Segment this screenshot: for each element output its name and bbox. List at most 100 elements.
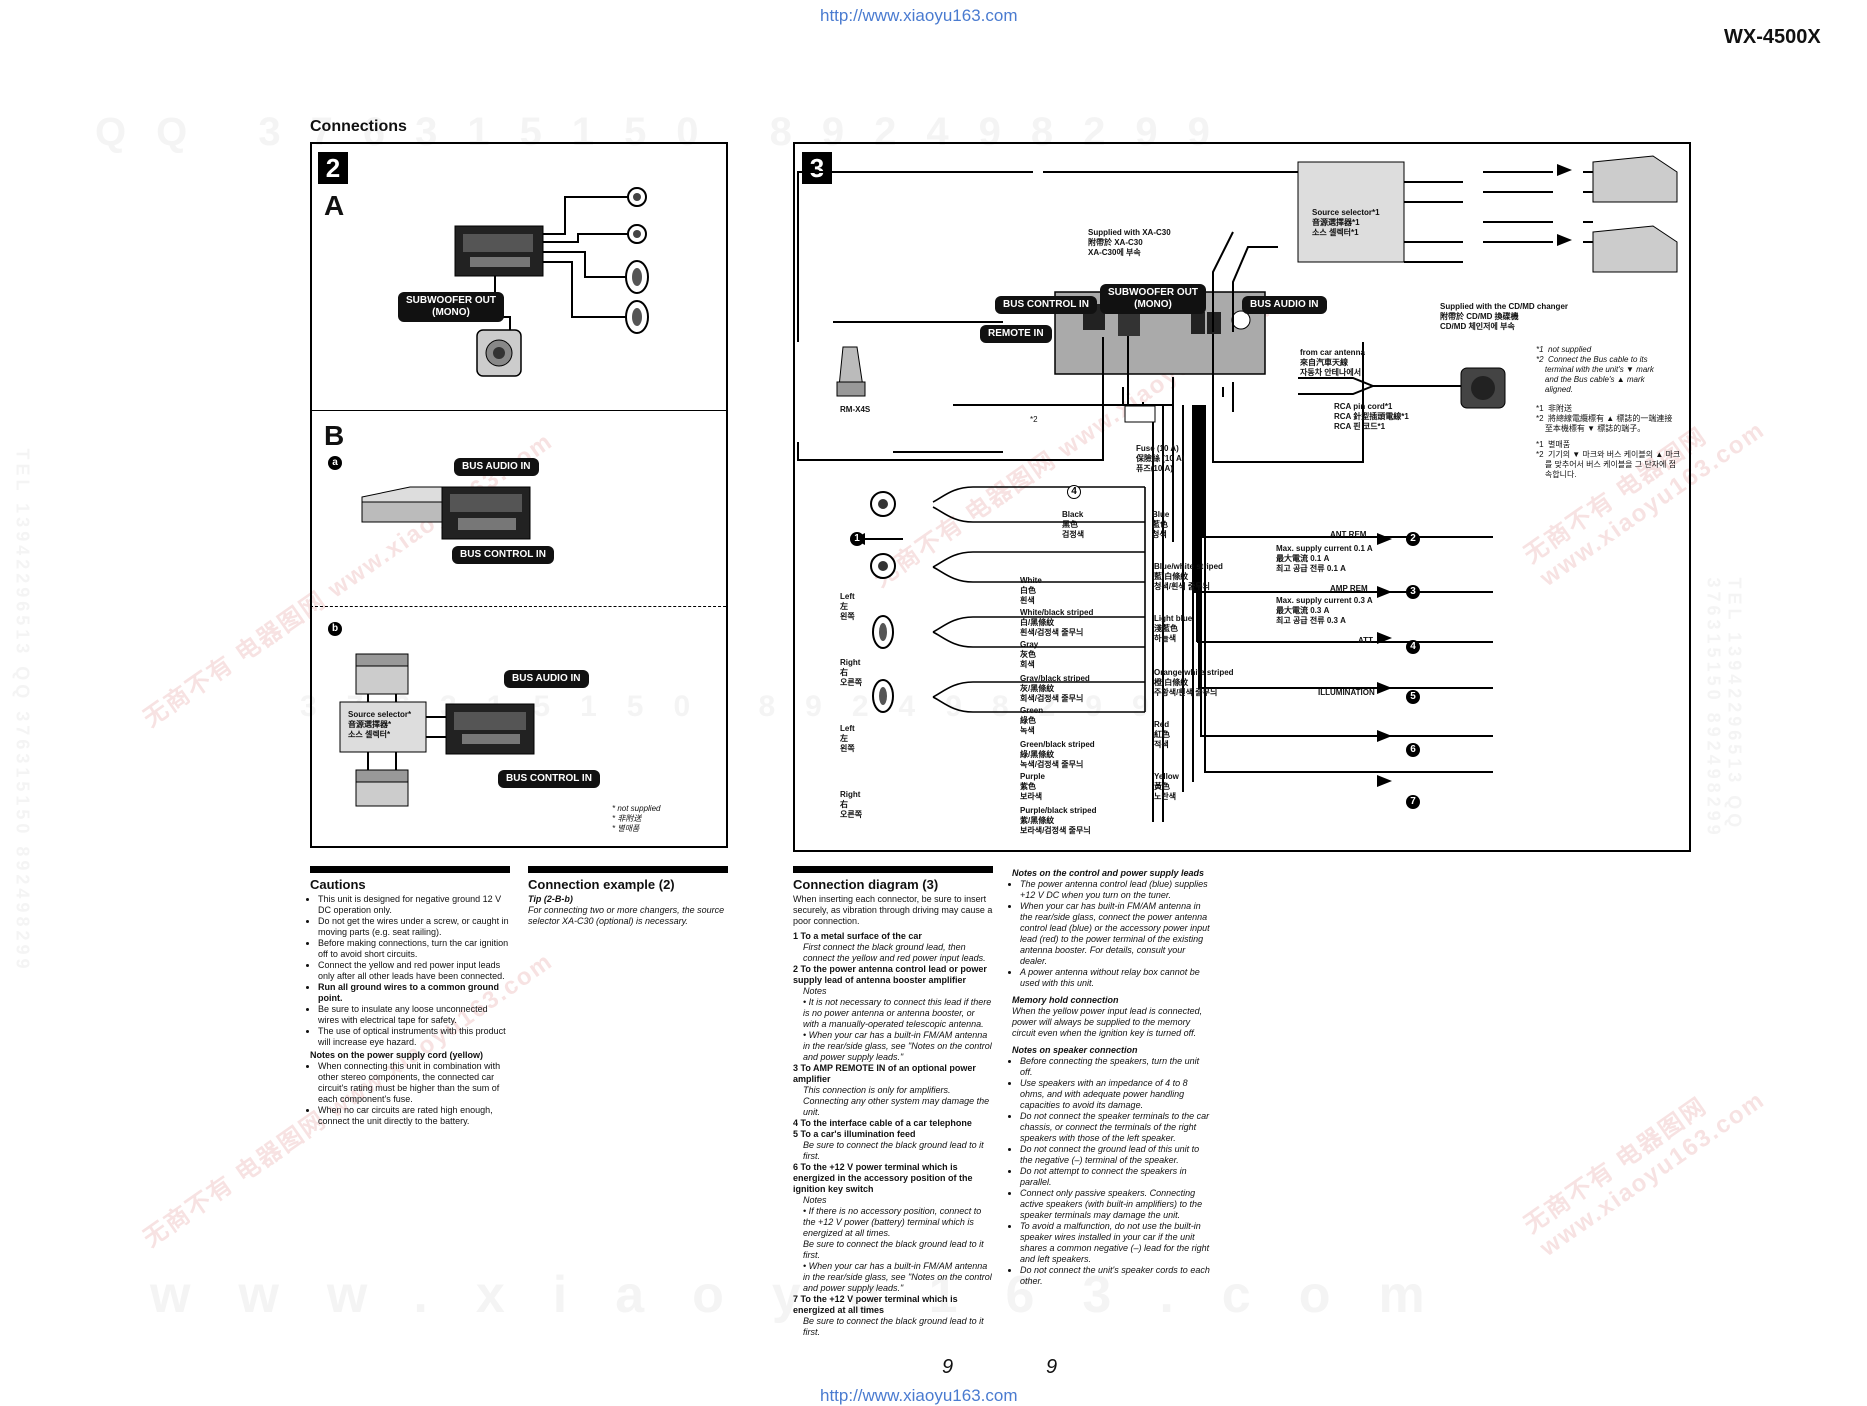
speaker-left-2-label: Left 左 왼쪽 bbox=[840, 724, 855, 753]
connection-diagram-intro: When inserting each connector, be sure t… bbox=[793, 894, 993, 926]
item-desc: This connection is only for amplifiers. … bbox=[803, 1085, 990, 1117]
changer-bb-top bbox=[355, 653, 409, 695]
fig2a-cables bbox=[494, 196, 630, 337]
item-desc: Be sure to connect the black ground lead… bbox=[803, 1140, 984, 1161]
fig3-rca-pin-label: RCA pin cord*1 RCA 針型插頭電線*1 RCA 핀 코드*1 bbox=[1334, 402, 1409, 431]
fig3-marker-6: 6 bbox=[1406, 743, 1420, 757]
item-number: 2 bbox=[793, 964, 799, 974]
cautions-title: Cautions bbox=[310, 866, 510, 891]
figure-2-drawing bbox=[339, 187, 649, 807]
diagram-item: 6 To the +12 V power terminal which is e… bbox=[793, 1162, 993, 1294]
watermark-top: QQ 376315150 892498299 bbox=[95, 110, 1240, 154]
watermark-bottom: www.xiaoyu163.com bbox=[150, 1266, 1473, 1324]
att-label: ATT bbox=[1358, 636, 1373, 645]
wire-red-label: Red 紅色 적색 bbox=[1154, 720, 1170, 749]
figure-3-number: 3 bbox=[802, 152, 832, 184]
diagram-item: 2 To the power antenna control lead or p… bbox=[793, 964, 993, 1063]
right-arrows bbox=[1377, 164, 1572, 787]
wire-blue-white-label: Blue/white striped 藍/白條紋 청색/흰색 줄무늬 bbox=[1154, 562, 1223, 591]
caution-item: Run all ground wires to a common ground … bbox=[318, 982, 510, 1004]
item-title: To the power antenna control lead or pow… bbox=[793, 964, 987, 985]
fig2bb-bus-control-in-label: BUS CONTROL IN bbox=[498, 770, 600, 788]
wire-white-black-label: White/black striped 白/黑條紋 흰색/검정색 줄무늬 bbox=[1020, 608, 1094, 637]
max-03-label: Max. supply current 0.3 A 最大電流 0.3 A 최고 … bbox=[1276, 596, 1373, 625]
speaker-wires bbox=[932, 486, 1146, 713]
fig2bb-bus-audio-in-label: BUS AUDIO IN bbox=[504, 670, 589, 688]
item-number: 5 bbox=[793, 1129, 799, 1139]
wire-gray-black-label: Gray/black striped 灰/黑條紋 회색/검정색 줄무늬 bbox=[1020, 674, 1090, 703]
wire-blue-label: Blue 藍色 청색 bbox=[1152, 510, 1170, 539]
figure-2b-a-marker: a bbox=[328, 456, 342, 470]
tip-label: Tip (2-B-b) bbox=[528, 894, 573, 904]
fig2a-speakers bbox=[625, 187, 649, 334]
figure-2-panel bbox=[310, 142, 728, 848]
source-selector-box-fig3 bbox=[1297, 161, 1405, 263]
notes-control-item: A power antenna without relay box cannot… bbox=[1020, 967, 1214, 989]
figure-2a-label: A bbox=[324, 190, 345, 221]
illumination-label: ILLUMINATION bbox=[1318, 688, 1375, 697]
head-unit-bb bbox=[445, 703, 535, 755]
wire-light-blue-label: Light blue 淺藍色 하늘색 bbox=[1154, 614, 1193, 643]
item-desc: Notes • It is not necessary to connect t… bbox=[803, 986, 992, 1062]
fig3-marker-5: 5 bbox=[1406, 690, 1420, 704]
fig3-n4-small: 4 bbox=[1067, 485, 1081, 499]
cautions-column: Cautions This unit is designed for negat… bbox=[310, 866, 510, 1127]
caution-item: The use of optical instruments with this… bbox=[318, 1026, 510, 1048]
power-cord-notes-title: Notes on the power supply cord (yellow) bbox=[310, 1050, 484, 1060]
fig3-fuse-label: Fuse (10 A) 保險絲 (10 A) 퓨즈(10 A) bbox=[1136, 444, 1185, 473]
fig2bb-source-selector-label: Source selector* 音源選擇器* 소스 셀렉터* bbox=[348, 710, 412, 739]
section-title: Connections bbox=[310, 118, 407, 135]
item-number: 4 bbox=[793, 1118, 799, 1128]
power-cord-note: When connecting this unit in combination… bbox=[318, 1061, 510, 1105]
figure-2-divider-1 bbox=[310, 410, 726, 411]
fig3-star2-label: *2 bbox=[1030, 415, 1038, 424]
connection-diagram-column: Connection diagram (3) When inserting ea… bbox=[793, 866, 993, 1338]
item-number: 1 bbox=[793, 931, 799, 941]
fig3-marker-1: 1 bbox=[850, 532, 864, 546]
diagram-item: 3 To AMP REMOTE IN of an optional power … bbox=[793, 1063, 993, 1118]
figure-3-drawing bbox=[797, 155, 1678, 822]
head-unit-ba bbox=[441, 486, 531, 540]
speaker-notes-title: Notes on speaker connection bbox=[1012, 1045, 1138, 1055]
wire-white-label: White 白色 흰색 bbox=[1020, 576, 1042, 605]
top-url-link[interactable]: http://www.xiaoyu163.com bbox=[820, 6, 1018, 25]
cd-changers bbox=[1592, 155, 1678, 273]
fig3-notes-zh: *1 非附送 *2 將總線電纜標有 ▲ 標誌的一端連接 至本機標有 ▼ 標誌的端… bbox=[1536, 404, 1673, 433]
fig3-subwoofer bbox=[1460, 367, 1506, 409]
item-number: 6 bbox=[793, 1162, 799, 1172]
fig3-notes-ko: *1 별매품 *2 기기의 ▼ 마크와 버스 케이블의 ▲ 마크 를 맞추어서 … bbox=[1536, 440, 1681, 479]
wire-green-black-label: Green/black striped 綠/黑條紋 녹색/검정색 줄무늬 bbox=[1020, 740, 1095, 769]
wire-yellow-label: Yellow 黃色 노란색 bbox=[1154, 772, 1179, 801]
bottom-url-link[interactable]: http://www.xiaoyu163.com bbox=[820, 1386, 1018, 1405]
diagram-item: 7 To the +12 V power terminal which is e… bbox=[793, 1294, 993, 1338]
figure-2b-label: B bbox=[324, 420, 345, 451]
ant-rem-label: ANT REM bbox=[1330, 530, 1367, 539]
speaker-note: Use speakers with an impedance of 4 to 8… bbox=[1020, 1078, 1214, 1111]
fig3-speakers bbox=[870, 491, 896, 713]
fig2bb-cables bbox=[367, 694, 446, 770]
watermark-side-left: TEL 13942296513 QQ 376315150 892498299 bbox=[12, 448, 33, 973]
fig2ba-bus-audio-in-label: BUS AUDIO IN bbox=[454, 458, 539, 476]
watermark-side-right: TEL 13942296513 QQ 376315150 892498299 bbox=[1703, 577, 1745, 839]
item-desc: First connect the black ground lead, the… bbox=[803, 942, 986, 963]
fig3-marker-3: 3 bbox=[1406, 585, 1420, 599]
fig3-subwoofer-out-label: SUBWOOFER OUT (MONO) bbox=[1100, 284, 1206, 314]
speaker-note: Do not connect the speaker terminals to … bbox=[1020, 1111, 1214, 1144]
fig3-from-antenna-label: from car antenna 來自汽車天線 자동차 안테나에서 bbox=[1300, 348, 1365, 377]
item-title: To the interface cable of a car telephon… bbox=[800, 1118, 972, 1128]
page-number-right: 9 bbox=[1046, 1356, 1058, 1378]
caution-item: Do not get the wires under a screw, or c… bbox=[318, 916, 510, 938]
fig3-source-selector-label: Source selector*1 音源選擇器*1 소스 셀렉터*1 bbox=[1312, 208, 1380, 237]
speaker-note: Connect only passive speakers. Connectin… bbox=[1020, 1188, 1214, 1221]
rca-connectors bbox=[1298, 377, 1461, 395]
model-number: WX-4500X bbox=[1724, 26, 1821, 48]
changer-ba bbox=[361, 486, 443, 523]
fig3-supplied-xa-label: Supplied with XA-C30 附帶於 XA-C30 XA-C30에 … bbox=[1088, 228, 1171, 257]
connection-example-title: Connection example (2) bbox=[528, 866, 728, 891]
source-selector-box bbox=[339, 701, 427, 753]
diagram-item: 4 To the interface cable of a car teleph… bbox=[793, 1118, 993, 1129]
figure-2-divider-dashed bbox=[310, 606, 726, 607]
caution-item: Before making connections, turn the car … bbox=[318, 938, 510, 960]
item-desc: Notes • If there is no accessory positio… bbox=[803, 1195, 992, 1293]
